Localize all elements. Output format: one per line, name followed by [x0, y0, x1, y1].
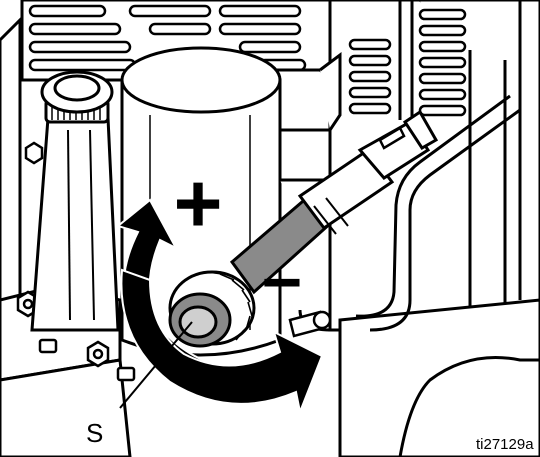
tighten-symbol: + [173, 156, 222, 250]
loosen-symbol: − [262, 243, 303, 321]
fitting [288, 126, 406, 338]
funnel-bottle [30, 70, 120, 332]
vent-slots-right [348, 8, 467, 117]
bracket [268, 52, 342, 132]
base-tray [0, 283, 540, 457]
figure-id-label: ti27129a [476, 436, 534, 453]
callout-label-s: S [86, 418, 104, 448]
vent-slots-left [28, 4, 307, 72]
callout-leader-line [119, 321, 193, 409]
filter-tube [229, 109, 439, 295]
counterclockwise-arrow-icon [120, 268, 324, 416]
knurled-cap [168, 270, 256, 348]
